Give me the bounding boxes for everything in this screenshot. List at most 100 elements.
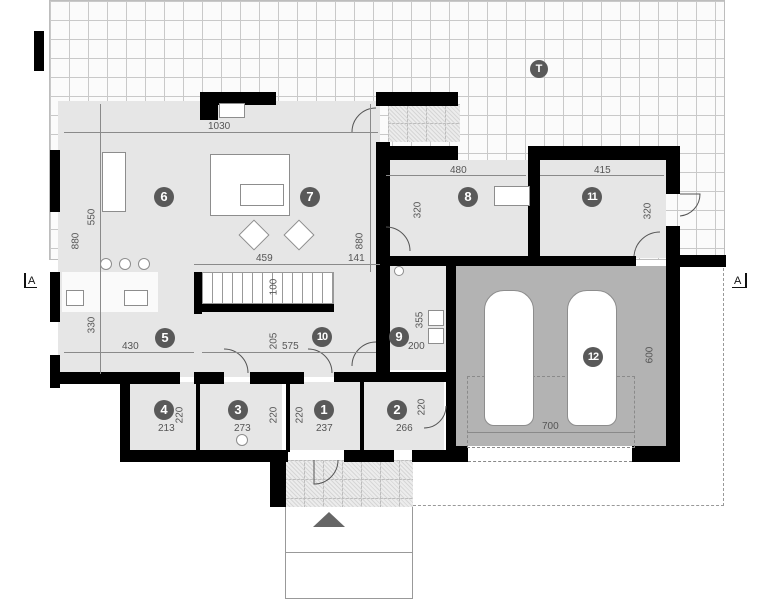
section-bar — [745, 273, 748, 288]
dimension-line — [540, 175, 664, 176]
wall — [632, 446, 680, 462]
washbasin — [236, 434, 248, 446]
car — [484, 290, 534, 426]
wall — [50, 150, 60, 212]
room-badge-10[interactable]: 10 — [312, 327, 332, 347]
wall — [286, 380, 290, 452]
sink — [124, 290, 148, 306]
washing-machine — [428, 310, 444, 326]
dim-room-4-depth: 220 — [174, 406, 186, 424]
dim-room-4-width: 213 — [158, 423, 175, 434]
room-badge-1[interactable]: 1 — [314, 400, 334, 420]
dim-room-12-depth: 600 — [644, 346, 656, 364]
wall — [666, 146, 680, 194]
wall — [194, 372, 224, 384]
dim-living-width: 1030 — [208, 121, 231, 132]
section-mark-right: A — [732, 273, 748, 288]
wall — [666, 255, 726, 267]
entrance-path — [285, 507, 413, 599]
door-icon[interactable] — [632, 230, 662, 258]
wall — [412, 450, 468, 462]
room-badge-6[interactable]: 6 — [154, 187, 174, 207]
bar-stool — [138, 258, 150, 270]
bar-stool — [100, 258, 112, 270]
dimension-line — [64, 352, 194, 353]
dim-living-depth-right: 880 — [354, 232, 366, 250]
wall — [200, 92, 218, 120]
wall — [200, 92, 276, 105]
wall — [528, 146, 680, 160]
garage-door-swing — [467, 376, 635, 448]
side-porch — [388, 104, 460, 142]
wall — [376, 146, 458, 160]
dimension-line — [194, 264, 380, 265]
dim-room-10-depth: 205 — [268, 332, 280, 350]
door-icon[interactable] — [312, 458, 344, 488]
path-divider — [285, 552, 413, 553]
room-badge-9[interactable]: 9 — [389, 327, 409, 347]
dimension-line — [64, 132, 378, 133]
dim-room-12-width: 700 — [542, 421, 559, 432]
room-11-floor — [540, 160, 666, 258]
wall — [196, 380, 200, 452]
room-badge-3[interactable]: 3 — [228, 400, 248, 420]
wall — [334, 372, 456, 382]
desk — [494, 186, 530, 206]
wall — [360, 380, 364, 452]
bar-stool — [119, 258, 131, 270]
dim-stair-width: 459 — [256, 253, 273, 264]
room-badge-11[interactable]: 11 — [582, 187, 602, 207]
coffee-table — [240, 184, 284, 206]
dim-room-5-depth: 330 — [86, 316, 98, 334]
staircase[interactable] — [202, 272, 334, 304]
wall — [50, 272, 60, 322]
dim-room-11-width: 415 — [594, 165, 611, 176]
door-icon[interactable] — [385, 225, 412, 255]
fireplace — [219, 103, 245, 118]
dimension-line — [468, 432, 634, 433]
door-icon[interactable] — [350, 106, 378, 136]
section-bar — [24, 273, 26, 288]
dining-table — [102, 152, 126, 212]
section-label: A — [734, 275, 742, 287]
wall — [446, 266, 456, 462]
room-badge-12[interactable]: 12 — [583, 347, 603, 367]
door-icon[interactable] — [222, 347, 252, 375]
dim-stair-offset: 141 — [348, 253, 365, 264]
door-icon[interactable] — [350, 340, 380, 368]
dim-living-depth-left: 880 — [70, 232, 82, 250]
room-badge-2[interactable]: 2 — [387, 400, 407, 420]
room-badge-8[interactable]: 8 — [458, 187, 478, 207]
dimension-line — [202, 352, 376, 353]
door-icon[interactable] — [679, 192, 704, 226]
room-badge-7[interactable]: 7 — [300, 187, 320, 207]
dim-room-9-depth: 355 — [414, 311, 426, 329]
wall — [528, 146, 540, 258]
room-badge-4[interactable]: 4 — [154, 400, 174, 420]
dim-room-8-depth: 320 — [412, 201, 424, 219]
wall — [120, 450, 288, 462]
dim-room-2-width: 266 — [396, 423, 413, 434]
dimension-line — [386, 175, 526, 176]
dim-room-2-depth: 220 — [416, 398, 428, 416]
dim-room-8-width: 480 — [450, 165, 467, 176]
section-mark-left: A — [24, 273, 38, 288]
dim-room-1-width: 237 — [316, 423, 333, 434]
stair-wall — [194, 272, 202, 314]
door-icon[interactable] — [422, 404, 448, 432]
door-icon[interactable] — [306, 347, 336, 375]
entrance-arrow-icon — [313, 512, 345, 527]
terrace-label: T — [530, 60, 548, 78]
section-label: A — [28, 275, 36, 287]
stove — [66, 290, 84, 306]
wall — [270, 450, 286, 507]
dim-room-9-width: 200 — [408, 341, 425, 352]
dimension-line — [100, 104, 101, 374]
room-badge-5[interactable]: 5 — [155, 328, 175, 348]
room-8-floor — [386, 160, 532, 258]
dim-room-5-width: 430 — [122, 341, 139, 352]
dim-room-10-width: 575 — [282, 341, 299, 352]
dim-room-6-depth: 550 — [86, 208, 98, 226]
garage-door[interactable] — [468, 446, 632, 462]
toilet — [394, 266, 404, 276]
